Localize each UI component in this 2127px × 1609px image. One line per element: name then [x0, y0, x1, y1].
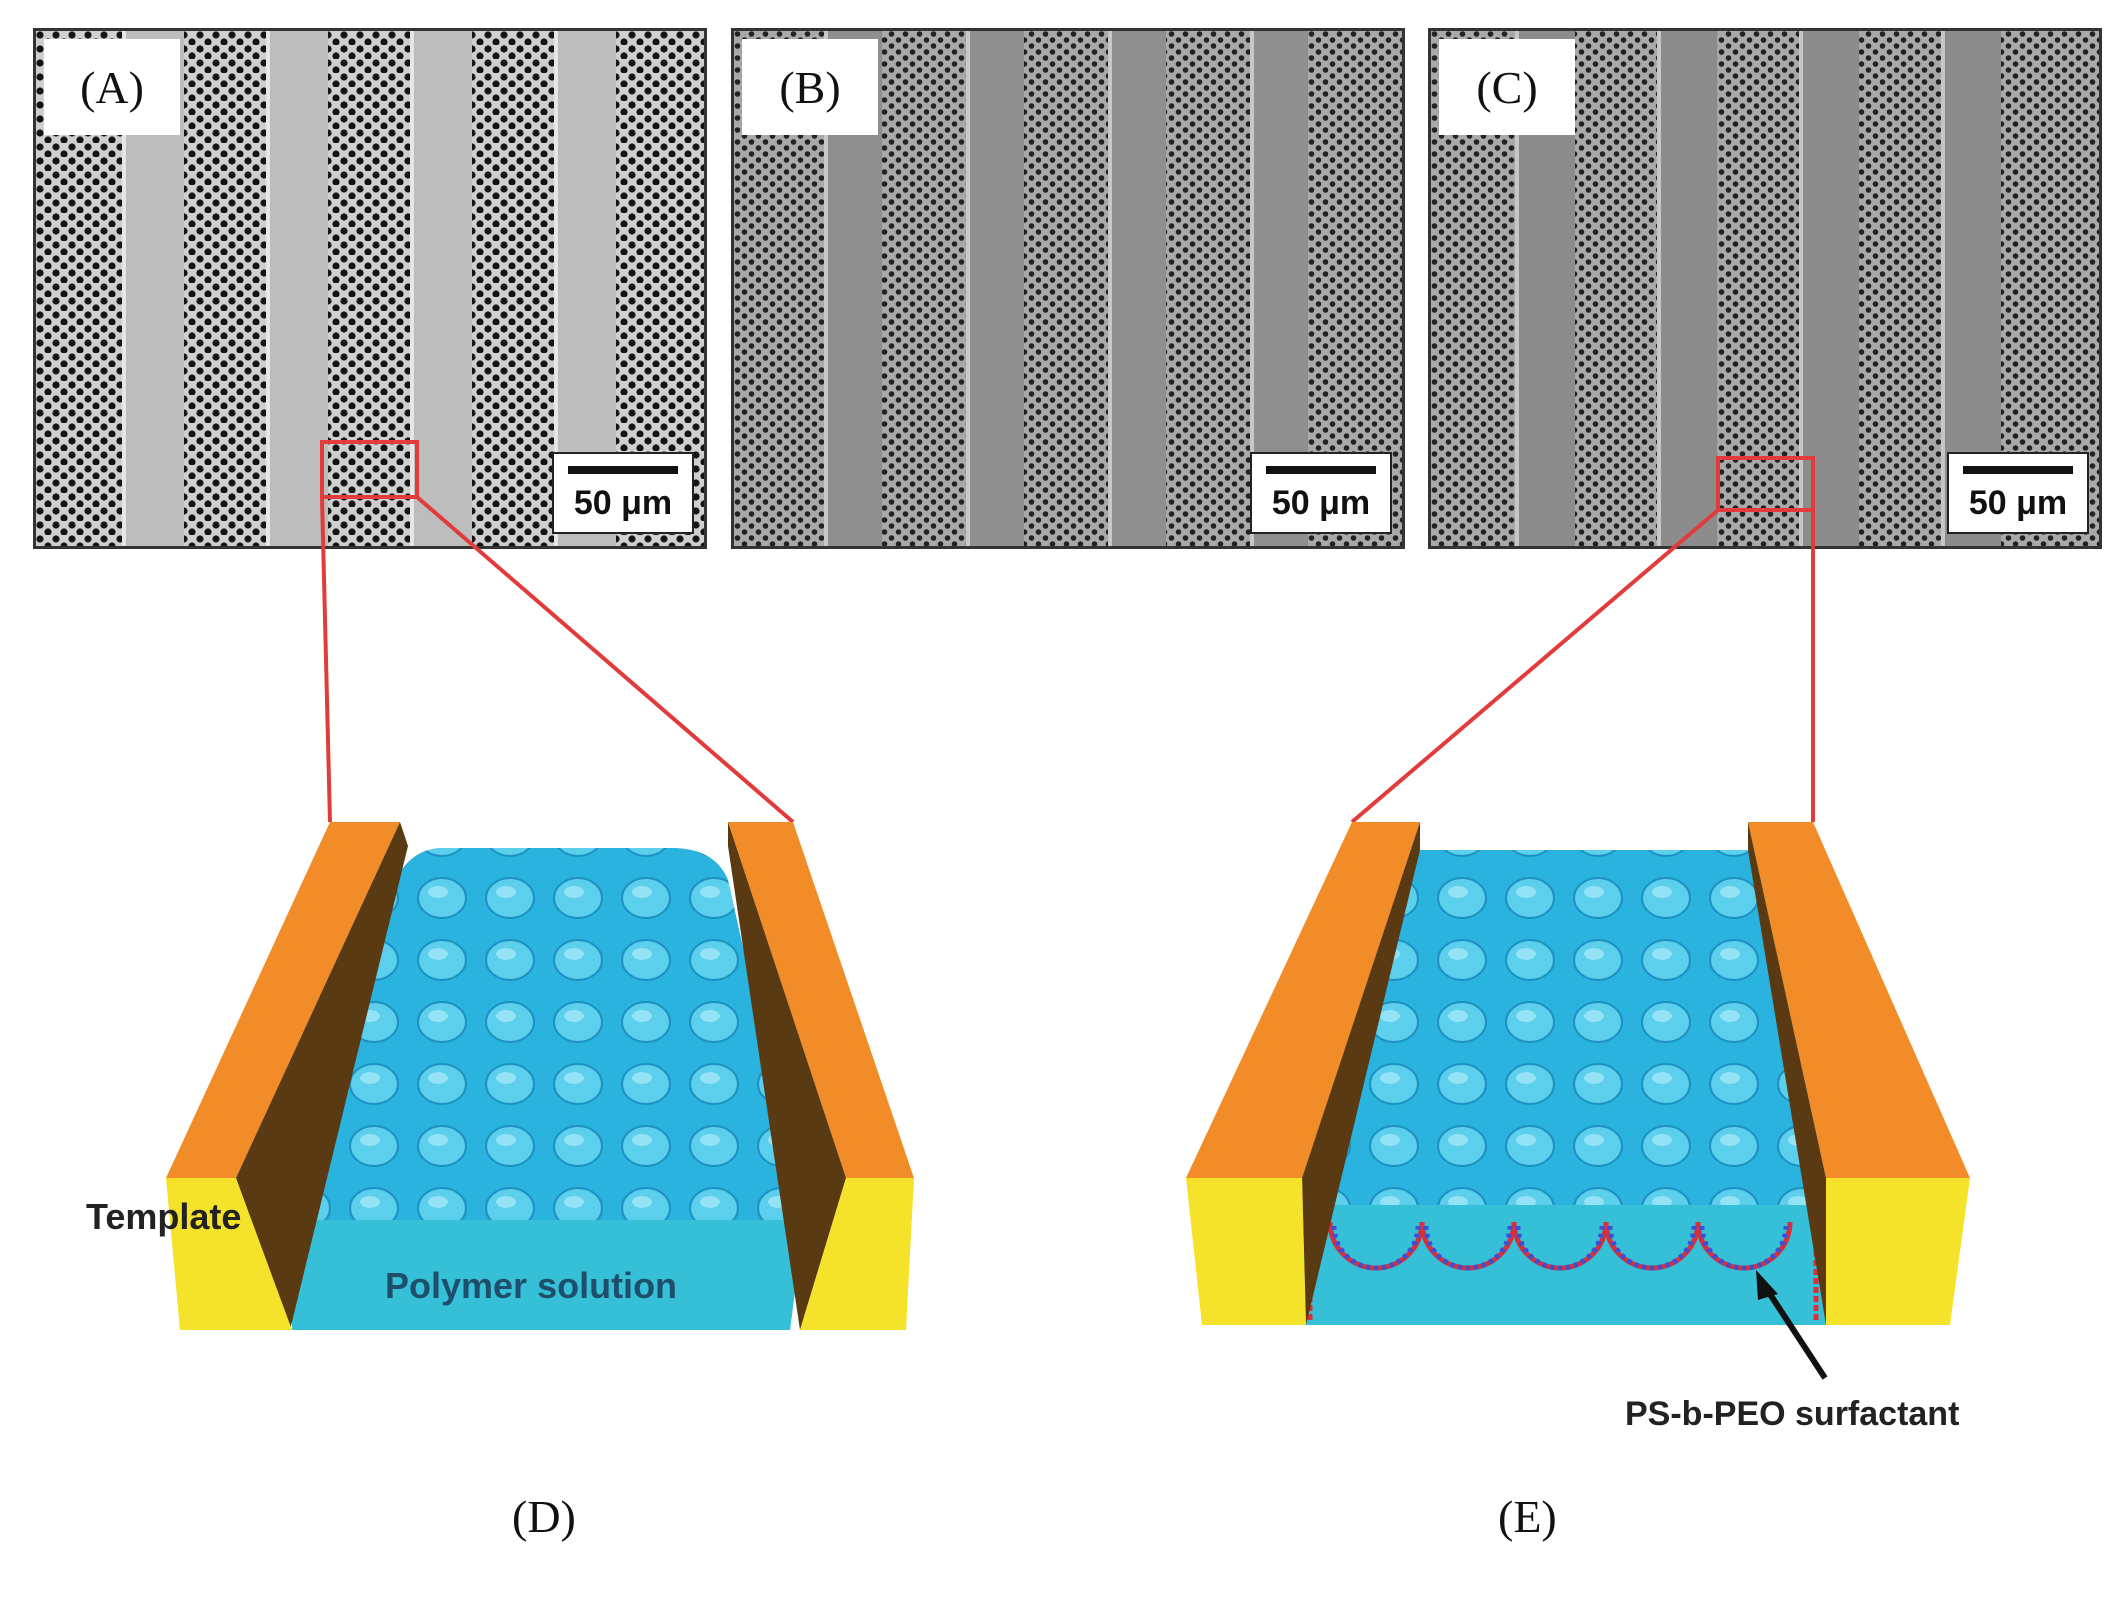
template-right-top-e [1748, 822, 1970, 1178]
template-left-inner [236, 822, 408, 1330]
diagram-d [166, 822, 914, 1330]
zoom-box-a [320, 440, 419, 499]
surfactant-arrow [1759, 1280, 1828, 1380]
sem-panel-c: (C) 50 μm [1428, 28, 2102, 549]
panel-a-label: (A) [44, 39, 180, 135]
scale-bar-line [1963, 466, 2073, 474]
scale-bar-text: 50 μm [573, 484, 673, 522]
template-left-front [166, 1178, 292, 1330]
template-left-front-e [1186, 1178, 1306, 1325]
panel-c-label: (C) [1439, 39, 1575, 135]
surfactant-layer [1307, 1215, 1819, 1322]
diagram-e [1186, 822, 1970, 1380]
zoom-box-c [1716, 456, 1815, 512]
caption-d: (D) [512, 1491, 576, 1542]
zoom-lines-e [1350, 508, 1815, 824]
template-right-inner-e [1748, 822, 1826, 1325]
sem-panel-b: (B) 50 μm [731, 28, 1405, 549]
scale-bar-text: 50 μm [1968, 484, 2068, 522]
scale-bar-line [568, 466, 678, 474]
solution-front-face-e [1300, 1205, 1826, 1325]
template-right-front [800, 1178, 914, 1330]
scale-bar-c: 50 μm [1947, 452, 2089, 534]
scale-bar-text: 50 μm [1271, 484, 1371, 522]
template-left-inner-e [1302, 822, 1420, 1325]
template-right-top [728, 822, 914, 1178]
template-left-top-e [1186, 822, 1420, 1178]
template-left-top [166, 822, 400, 1178]
caption-e: (E) [1498, 1491, 1557, 1542]
scale-bar-a: 50 μm [552, 452, 694, 534]
panel-b-label: (B) [742, 39, 878, 135]
scale-bar-b: 50 μm [1250, 452, 1392, 534]
surfactant-arrowhead [1756, 1270, 1778, 1300]
polymer-solution-label: Polymer solution [385, 1265, 678, 1306]
zoom-lines-d [320, 495, 795, 824]
scale-bar-line [1266, 466, 1376, 474]
template-right-front-e [1826, 1178, 1970, 1325]
template-right-inner [728, 822, 846, 1330]
template-label: Template [86, 1196, 242, 1237]
surfactant-label: PS-b-PEO surfactant [1625, 1395, 1960, 1433]
sem-panel-a: (A) 50 μm [33, 28, 707, 549]
solution-front-face [292, 1220, 804, 1330]
